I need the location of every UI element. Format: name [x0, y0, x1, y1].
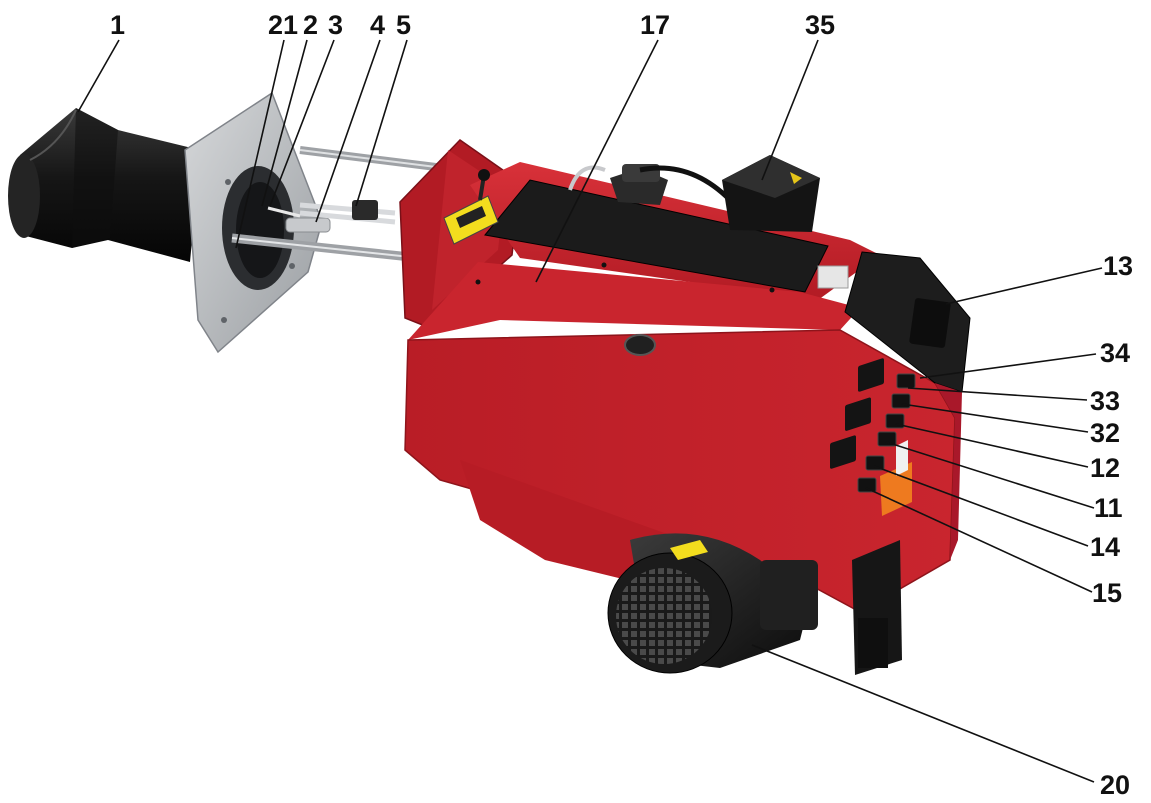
leader-33 [907, 387, 1088, 401]
electrode-assembly [267, 200, 396, 233]
callout-3: 3 [328, 10, 343, 40]
servo-motor [722, 155, 820, 232]
callout-5: 5 [396, 10, 411, 40]
leader-32 [901, 403, 1089, 433]
leader-11 [885, 441, 1095, 509]
control-buttons [857, 373, 916, 516]
callout-34: 34 [1100, 338, 1130, 368]
leader-1 [77, 39, 120, 113]
callout-17: 17 [640, 10, 670, 40]
flame-tube [8, 108, 201, 262]
callout-12: 12 [1090, 453, 1120, 483]
callout-11: 11 [1094, 493, 1123, 523]
callout-35: 35 [805, 10, 835, 40]
callout-13: 13 [1103, 251, 1133, 281]
callout-21: 21 [268, 10, 298, 40]
leader-13 [945, 267, 1103, 305]
leader-12 [895, 423, 1089, 468]
callout-2: 2 [303, 10, 318, 40]
leader-14 [873, 465, 1089, 547]
leader-5 [355, 39, 408, 207]
leader-21 [235, 39, 285, 249]
gas-valve [568, 164, 732, 205]
callout-32: 32 [1090, 418, 1120, 448]
callout-20: 20 [1100, 770, 1130, 800]
leader-35 [761, 39, 819, 181]
leader-4 [315, 39, 381, 223]
burner-housing [399, 139, 971, 615]
leader-17 [535, 39, 659, 283]
adjustment-knob [478, 169, 490, 201]
fan-motor [607, 533, 902, 675]
leader-34 [919, 353, 1097, 379]
callout-4: 4 [370, 10, 385, 40]
control-panel [830, 358, 884, 469]
callout-labels: 1 21 2 3 4 5 17 35 13 34 33 32 12 11 14 … [110, 10, 1133, 800]
callout-1: 1 [110, 10, 125, 40]
leader-2 [261, 39, 308, 207]
callout-15: 15 [1092, 578, 1122, 608]
callout-14: 14 [1090, 532, 1120, 562]
leader-3 [269, 39, 335, 207]
warning-label [443, 195, 499, 245]
callout-33: 33 [1090, 386, 1120, 416]
leader-20 [751, 644, 1095, 783]
leader-15 [865, 487, 1093, 593]
leader-lines [77, 39, 1103, 783]
